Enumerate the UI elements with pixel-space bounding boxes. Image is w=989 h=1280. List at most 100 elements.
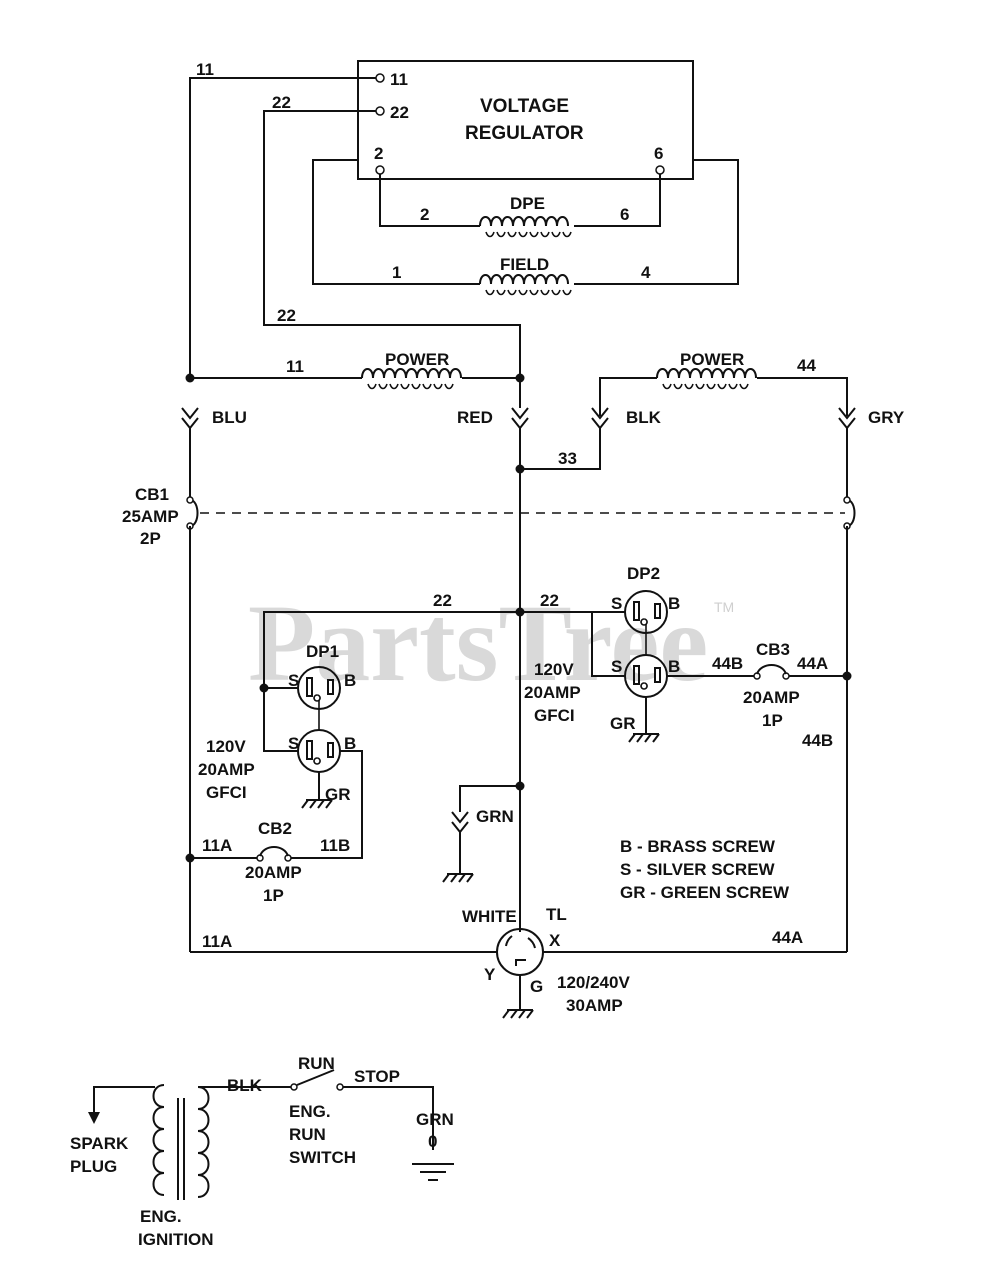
field-4-label: 4 — [641, 263, 651, 282]
power1-label: POWER — [385, 350, 449, 369]
dp2-type: GFCI — [534, 706, 575, 725]
junction-22-dp — [515, 607, 525, 617]
cb1-rating: 25AMP — [122, 507, 179, 526]
wire-11 — [189, 77, 376, 378]
ignition-transformer — [152, 1084, 210, 1200]
wire-11a-label: 11A — [202, 836, 232, 855]
power2-coil-loops — [662, 383, 749, 390]
wire-44a-bottom-label: 44A — [772, 928, 803, 947]
cb2-contact — [259, 846, 289, 857]
regulator-terminal-11 — [375, 73, 385, 83]
dpe-coil — [479, 216, 569, 227]
regulator-terminal-22-label: 22 — [390, 103, 409, 122]
power2-wire-blk — [599, 377, 657, 416]
dpe-6-label: 6 — [620, 205, 629, 224]
cb1-contact-right — [846, 499, 856, 527]
dp1-name: DP1 — [306, 642, 339, 661]
regulator-title-1: VOLTAGE — [480, 96, 569, 117]
dp2-volt: 120V — [534, 660, 574, 679]
dp1-amp: 20AMP — [198, 760, 255, 779]
dpe-coil-loops — [485, 231, 572, 238]
cb1-name: CB1 — [135, 485, 169, 504]
grn-ground-symbol — [442, 873, 474, 883]
watermark: PartsTree — [248, 582, 708, 704]
dp1-s2: S — [288, 734, 299, 753]
dp1-b2: B — [344, 734, 356, 753]
dp1-s1: S — [288, 671, 299, 690]
dp1-gr: GR — [325, 785, 351, 804]
twistlock-tl: TL — [546, 905, 567, 924]
stop-label: STOP — [354, 1067, 400, 1086]
ignition-grn-zero: 0 — [428, 1132, 437, 1151]
twistlock-x: X — [549, 931, 561, 950]
junction-11 — [185, 373, 195, 383]
twistlock-y: Y — [484, 965, 496, 984]
regulator-terminal-11-label: 11 — [390, 70, 408, 89]
regulator-terminal-2 — [375, 165, 385, 175]
wire-44-label: 44 — [797, 356, 816, 375]
field-coil — [479, 274, 569, 285]
dp2-ground-symbol — [628, 733, 660, 743]
dpe-wire-6 — [574, 174, 661, 227]
dp2-s1: S — [611, 594, 622, 613]
run-label: RUN — [298, 1054, 335, 1073]
wire-22-label: 22 — [272, 93, 291, 112]
dp2-amp: 20AMP — [524, 683, 581, 702]
power1-coil — [361, 368, 462, 379]
ignition-grn-label: GRN — [416, 1110, 454, 1129]
wire-22-dp2-label: 22 — [540, 591, 559, 610]
dp2-name: DP2 — [627, 564, 660, 583]
wire-44a-label: 44A — [797, 654, 828, 673]
twistlock-ground-symbol — [502, 1009, 534, 1019]
dp1-s-lower-wire — [263, 688, 298, 752]
power2-label: POWER — [680, 350, 744, 369]
wire-11-label: 11 — [196, 60, 214, 79]
connector-red — [511, 407, 529, 430]
field-label: FIELD — [500, 255, 549, 274]
wire-22 — [263, 110, 521, 378]
cb3-name: CB3 — [756, 640, 790, 659]
cb3-rating: 20AMP — [743, 688, 800, 707]
wire-44b-lower-label: 44B — [802, 731, 833, 750]
legend-silver: S - SILVER SCREW — [620, 860, 776, 879]
cb1-terminal-a — [186, 496, 194, 504]
spark-plug-wire — [93, 1086, 155, 1112]
cb2-poles: 1P — [263, 886, 284, 905]
dpe-wire-2 — [379, 174, 480, 227]
wire-33 — [520, 428, 601, 470]
wire-22-mid-label: 22 — [277, 306, 296, 325]
switch-line2: RUN — [289, 1125, 326, 1144]
ignition-line2: IGNITION — [138, 1230, 214, 1249]
twistlock-amp: 30AMP — [566, 996, 623, 1015]
dp1-type: GFCI — [206, 783, 247, 802]
wire-11b-label: 11B — [320, 836, 350, 855]
regulator-title-2: REGULATOR — [465, 123, 584, 144]
switch-line1: ENG. — [289, 1102, 331, 1121]
dp1-b1: B — [344, 671, 356, 690]
field-1-label: 1 — [392, 263, 401, 282]
field-coil-loops — [485, 289, 572, 296]
spark-plug-line1: SPARK — [70, 1134, 129, 1153]
lead-red-label: RED — [457, 408, 493, 427]
wire-22-dp1 — [263, 611, 520, 688]
wire-grn — [459, 785, 520, 812]
cb3-poles: 1P — [762, 711, 783, 730]
twistlock-volt: 120/240V — [557, 973, 630, 992]
dp1-outlet-lower — [297, 729, 341, 773]
run-switch-blade — [296, 1069, 335, 1086]
dp2-s2: S — [611, 657, 622, 676]
lead-blu-label: BLU — [212, 408, 247, 427]
dpe-2-label: 2 — [420, 205, 429, 224]
cb1-contact-left — [189, 499, 199, 527]
dp2-gr: GR — [610, 714, 636, 733]
twistlock-receptacle — [496, 928, 544, 976]
legend-brass: B - BRASS SCREW — [620, 837, 776, 856]
run-switch-terminal-a — [290, 1083, 298, 1091]
ignition-blk-label: BLK — [227, 1076, 263, 1095]
wire-11b — [290, 750, 363, 859]
regulator-terminal-22 — [375, 106, 385, 116]
voltage-regulator-box — [357, 60, 694, 180]
regulator-terminal-2-label: 2 — [374, 144, 383, 163]
cb3-contact — [756, 664, 787, 675]
